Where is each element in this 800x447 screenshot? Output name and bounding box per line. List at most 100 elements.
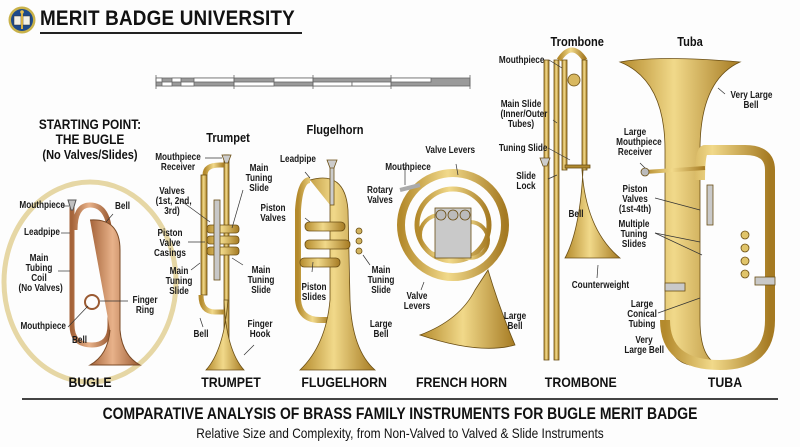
bugle-highlight-ring xyxy=(1,179,179,385)
label-line: Valve xyxy=(159,238,181,249)
bugle-label-finger-ring: Finger Ring xyxy=(131,296,159,316)
leader-lines xyxy=(58,59,726,356)
label-line: Tuning xyxy=(245,173,273,184)
bugle-label-bell-bottom: Bell xyxy=(72,335,88,346)
starting-point-line3: (No Valves/Slides) xyxy=(42,147,138,162)
label-line: Tubing xyxy=(628,319,656,330)
french-horn-label-mouthpiece: Mouthpiece xyxy=(385,162,431,173)
label-line: Slide xyxy=(516,171,536,182)
label-line: Main xyxy=(251,265,271,276)
label-line: Receiver xyxy=(160,162,196,173)
trumpet-label-bell: Bell xyxy=(193,329,209,340)
label-line: Very xyxy=(635,335,653,346)
tuba-illustration xyxy=(618,58,776,371)
tuba-title: Tuba xyxy=(677,34,703,49)
footer-title: COMPARATIVE ANALYSIS OF BRASS FAMILY INS… xyxy=(102,404,698,423)
starting-point-heading: STARTING POINT: THE BUGLE (No Valves/Sli… xyxy=(31,117,150,163)
trumpet-title: Trumpet xyxy=(206,130,250,145)
label-line: Tuning xyxy=(247,275,275,286)
french-horn-label-valve-levers-top: Valve Levers xyxy=(425,145,476,156)
label-line: Receiver xyxy=(617,147,653,158)
label-line: Valve xyxy=(406,291,428,302)
label-line: Piston xyxy=(260,203,286,214)
label-line: Slide xyxy=(169,286,189,297)
label-line: Slide xyxy=(251,285,271,296)
label-line: Mouthpiece xyxy=(155,152,201,163)
french-horn-illustration xyxy=(397,169,516,349)
label-line: Valves xyxy=(159,186,185,197)
label-line: Large xyxy=(623,127,647,138)
trumpet-illustration xyxy=(198,154,245,371)
trombone-illustration xyxy=(539,47,622,361)
label-line: Tuning xyxy=(367,275,395,286)
label-line: Hook xyxy=(249,329,271,340)
trombone-label-bell: Bell xyxy=(568,209,584,220)
label-line: Piston xyxy=(301,282,327,293)
label-line: Slide xyxy=(371,285,391,296)
trombone-label-counterweight: Counterweight xyxy=(571,280,630,291)
french-horn-name: FRENCH HORN xyxy=(416,374,508,390)
label-line: Slide xyxy=(249,183,269,194)
label-line: (1st-4th) xyxy=(618,204,652,215)
bugle-label-mouthpiece-bottom: Mouthpiece xyxy=(20,321,66,332)
label-line: Bell xyxy=(373,329,389,340)
label-line: Slides xyxy=(621,239,647,250)
label-line: Finger xyxy=(247,319,273,330)
trumpet-label-valves: Valves(1st, 2nd,3rd) xyxy=(155,186,192,217)
bugle-name: BUGLE xyxy=(68,374,112,390)
label-line: Valves xyxy=(260,213,286,224)
label-line: Multiple xyxy=(618,219,650,230)
scale-bar xyxy=(155,75,471,89)
bugle-coil-line: Main xyxy=(29,253,49,264)
flugelhorn-illustration xyxy=(295,159,377,371)
brand-underline xyxy=(40,32,302,34)
label-line: Main xyxy=(169,266,189,277)
label-line: 3rd) xyxy=(164,206,180,217)
label-line: Large Bell xyxy=(624,345,664,356)
trombone-title: Trombone xyxy=(550,34,604,49)
label-line: Tuning xyxy=(620,229,648,240)
trombone-name: TROMBONE xyxy=(544,374,617,390)
tuba-name: TUBA xyxy=(707,374,743,390)
label-line: (1st, 2nd, xyxy=(155,196,192,207)
label-line: Main Slide xyxy=(500,99,542,110)
label-line: Levers xyxy=(403,301,431,312)
label-line: Tuning xyxy=(165,276,193,287)
bugle-coil-line: (No Valves) xyxy=(18,283,63,294)
label-line: Piston xyxy=(622,184,648,195)
trumpet-name: TRUMPET xyxy=(201,374,261,390)
label-line: Large xyxy=(503,311,527,322)
finger-ring-line: Ring xyxy=(135,305,155,316)
label-line: Main xyxy=(249,163,269,174)
starting-point-line2: THE BUGLE xyxy=(55,131,125,147)
label-line: Very Large xyxy=(730,90,773,101)
bugle-label-main-tubing-coil: Main Tubing Coil (No Valves) xyxy=(18,253,63,294)
label-line: Large xyxy=(630,299,654,310)
label-line: Conical xyxy=(627,309,657,320)
flugelhorn-title: Flugelhorn xyxy=(306,122,364,137)
label-line: Valves xyxy=(622,194,648,205)
label-line: Rotary xyxy=(367,185,393,196)
label-line: Tubes) xyxy=(507,119,535,130)
trombone-label-tuning-slide: Tuning Slide xyxy=(498,143,548,154)
brand-title: MERIT BADGE UNIVERSITY xyxy=(40,7,295,30)
label-line: Casings xyxy=(154,248,186,259)
label-line: Valves xyxy=(367,195,393,206)
